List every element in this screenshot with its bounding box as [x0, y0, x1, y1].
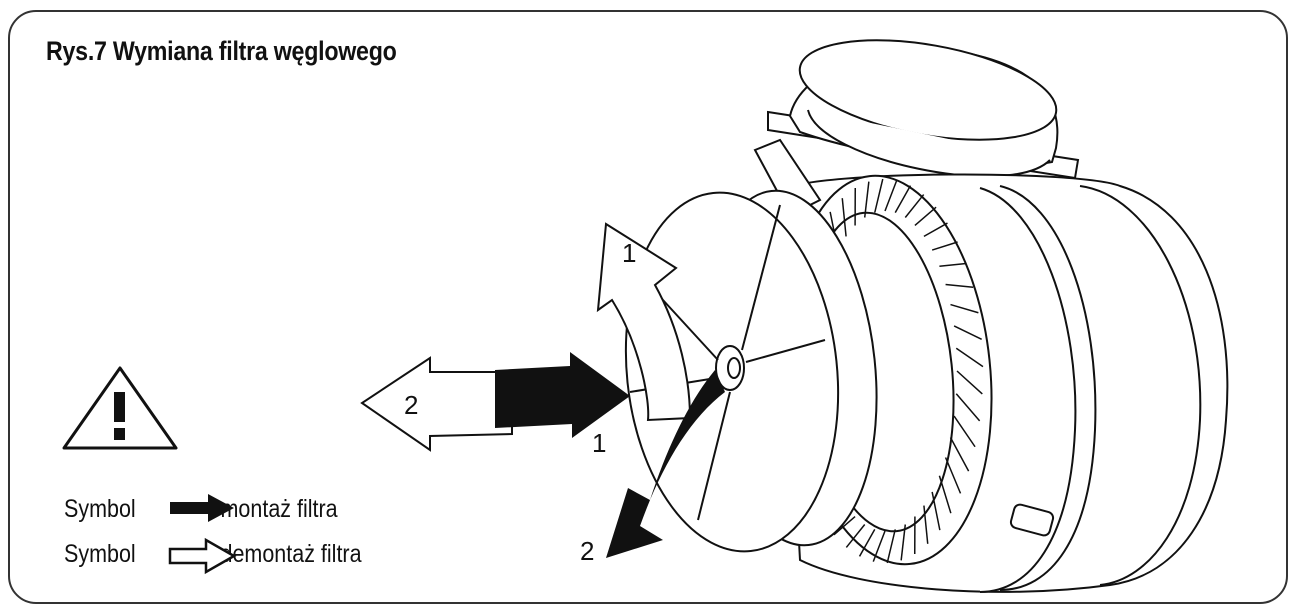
grille-blade [841, 198, 847, 237]
figure-frame [8, 10, 1288, 604]
grille-blade [874, 178, 884, 213]
grille-blade [914, 206, 937, 227]
label-pull-2: 2 [404, 390, 418, 420]
rotate-lock-arrow [606, 370, 725, 558]
grille-blade [944, 457, 962, 494]
grille-blade [931, 491, 941, 531]
grille-blade [955, 393, 981, 422]
grille-blade [953, 325, 982, 341]
grille-blade [956, 370, 983, 395]
grille-blade [884, 180, 898, 212]
grille-blade [945, 283, 974, 289]
legend-symbol-word: Symbol [64, 540, 136, 568]
warning-triangle-icon [62, 366, 178, 450]
carbon-filter-cover [624, 189, 878, 553]
grille-blade [872, 530, 886, 562]
push-in-arrow [495, 352, 630, 438]
grille-blade [955, 347, 984, 368]
legend-symbol-word: Symbol [64, 495, 136, 523]
grille-blade [845, 524, 866, 548]
grille-blade [923, 505, 929, 544]
grille-blade [894, 185, 912, 213]
label-push-1: 1 [592, 428, 606, 458]
grille-blade [938, 475, 952, 514]
grille-blade [833, 515, 856, 536]
label-rotate-2: 2 [580, 536, 594, 566]
grille-blade [923, 222, 948, 238]
grille-blade [949, 437, 970, 472]
grille-blade [939, 262, 967, 267]
grille-blade [904, 194, 925, 218]
grille-blade [900, 524, 907, 561]
outline-arrow-icon [168, 537, 237, 575]
grille-blade [858, 529, 876, 557]
pull-out-arrow [360, 356, 513, 452]
duct-collar [767, 39, 1080, 180]
figure-title: Rys.7 Wymiana filtra węglowego [46, 36, 397, 66]
label-rotate-1: 1 [622, 238, 636, 268]
grille-blade [950, 303, 979, 314]
grille-blade [863, 181, 870, 218]
legend-mount-text: montaż filtra [220, 495, 338, 523]
grille-blade [953, 415, 976, 448]
grille-blade [931, 241, 958, 251]
legend-dismount-text: demontaż filtra [220, 540, 362, 568]
filled-arrow-icon [170, 494, 234, 522]
grille-blade [886, 529, 896, 564]
